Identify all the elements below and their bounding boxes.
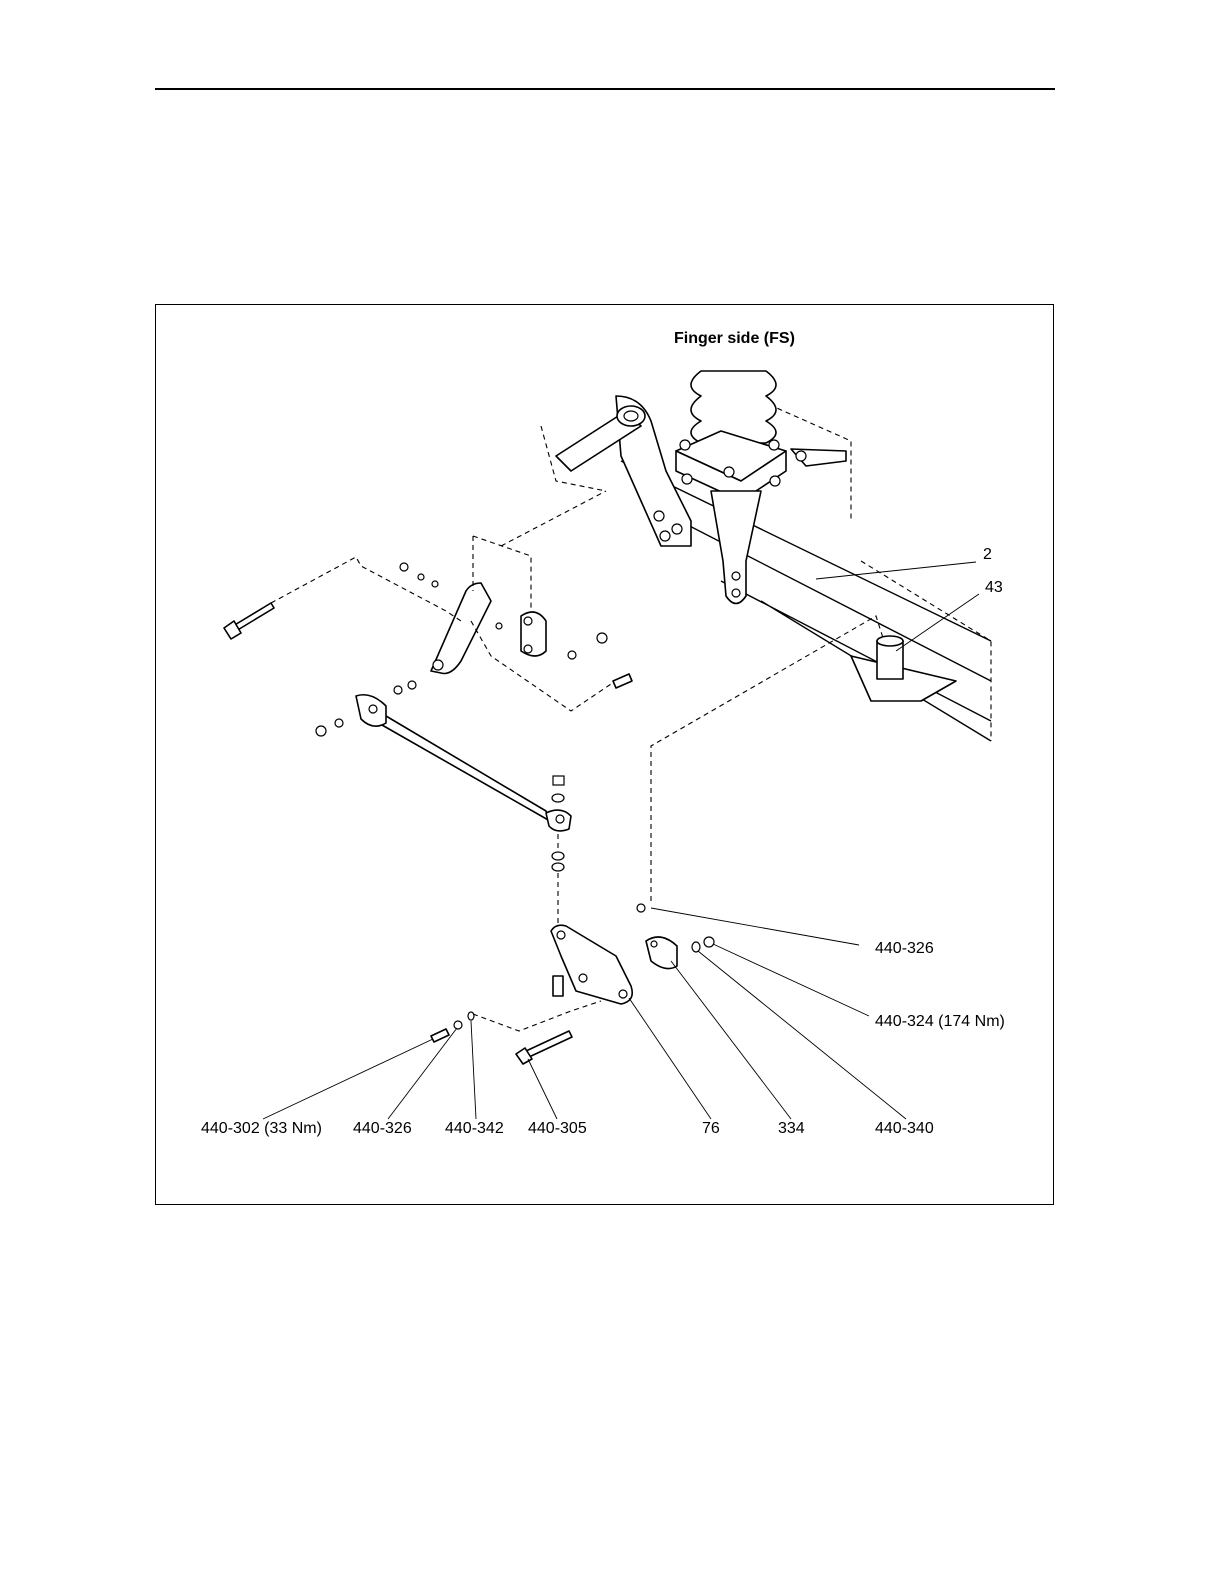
tie-rod-left-washer bbox=[335, 719, 343, 727]
callout-43: 43 bbox=[985, 579, 1003, 596]
callout-440-302: 440-302 (33 Nm) bbox=[201, 1120, 322, 1137]
side-plate-bolt-3 bbox=[660, 531, 670, 541]
plate-bolt-5 bbox=[770, 476, 780, 486]
figure-title: Finger side (FS) bbox=[674, 330, 795, 347]
upper-nut-1 bbox=[432, 581, 438, 587]
lower-washer-326 bbox=[454, 1021, 462, 1029]
right-link-bolt bbox=[796, 451, 806, 461]
upper-washer-1 bbox=[418, 574, 424, 580]
lower-vertical-bolt bbox=[553, 976, 563, 996]
side-plate-bolt-2 bbox=[672, 524, 682, 534]
leader-440-302 bbox=[263, 1039, 433, 1119]
upper-clamp-hole-2 bbox=[524, 645, 532, 653]
tie-rod bbox=[382, 716, 550, 821]
upper-short-bolt bbox=[613, 674, 632, 688]
upper-clamp-hole-1 bbox=[524, 617, 532, 625]
page-header-rule bbox=[155, 88, 1055, 90]
callout-440-324: 440-324 (174 Nm) bbox=[875, 1013, 1005, 1030]
upper-small-bolt-1 bbox=[400, 563, 408, 571]
callout-440-340: 440-340 bbox=[875, 1120, 934, 1137]
lower-washer-326-top bbox=[637, 904, 645, 912]
lower-clamp-334 bbox=[646, 937, 677, 969]
leader-2 bbox=[816, 562, 976, 579]
hanger-hole-1 bbox=[732, 572, 740, 580]
air-spring-bellows bbox=[691, 371, 776, 443]
callout-76: 76 bbox=[702, 1120, 720, 1137]
plate-bolt-1 bbox=[680, 440, 690, 450]
upper-washer-3 bbox=[568, 651, 576, 659]
upper-long-bolt bbox=[233, 603, 274, 631]
lower-lever-hole-1 bbox=[579, 974, 587, 982]
lower-short-bolt-302 bbox=[431, 1029, 449, 1042]
leader-76 bbox=[629, 998, 711, 1119]
upper-assembly-lines bbox=[271, 557, 611, 711]
callout-334: 334 bbox=[778, 1120, 805, 1137]
callout-440-305: 440-305 bbox=[528, 1120, 587, 1137]
hanger-hole-2 bbox=[732, 589, 740, 597]
plate-bolt-4 bbox=[682, 474, 692, 484]
lower-lever-hole-2 bbox=[619, 990, 627, 998]
tie-rod-right-hole bbox=[556, 815, 564, 823]
leader-440-305 bbox=[528, 1059, 557, 1119]
tie-rod-lower-nut bbox=[552, 863, 564, 871]
upper-linkage-assembly bbox=[224, 491, 632, 711]
plate-bolt-2 bbox=[724, 467, 734, 477]
callout-2: 2 bbox=[983, 546, 992, 563]
leader-440-324 bbox=[713, 944, 869, 1016]
hanger-bracket bbox=[711, 491, 761, 604]
lower-linkage-assembly bbox=[431, 616, 884, 1064]
plate-bolt-3 bbox=[769, 440, 779, 450]
exploded-view-drawing: Finger side (FS) bbox=[156, 305, 1055, 1206]
leader-440-342 bbox=[471, 1021, 476, 1119]
lower-long-bolt-305 bbox=[526, 1031, 572, 1057]
tie-rod-vertical-washer bbox=[552, 794, 564, 802]
tie-rod-left-nut bbox=[316, 726, 326, 736]
shaft-end-inner bbox=[624, 411, 638, 421]
callout-440-342: 440-342 bbox=[445, 1120, 504, 1137]
upper-lever-hole bbox=[433, 660, 443, 670]
callout-440-326-bottom: 440-326 bbox=[353, 1120, 412, 1137]
lower-washer-340 bbox=[692, 942, 700, 952]
lower-clamp-hole bbox=[651, 941, 657, 947]
leader-lines bbox=[263, 562, 979, 1119]
lower-washer-342 bbox=[468, 1012, 474, 1020]
callout-440-326-right: 440-326 bbox=[875, 940, 934, 957]
upper-nut-2 bbox=[597, 633, 607, 643]
lower-assembly-lines bbox=[473, 616, 884, 1031]
upper-washer-4 bbox=[408, 681, 416, 689]
cylinder-43-top bbox=[877, 636, 903, 646]
leader-440-340 bbox=[698, 951, 906, 1119]
tie-rod-assembly bbox=[316, 695, 571, 926]
tie-rod-left-hole bbox=[369, 705, 377, 713]
side-plate-bolt-1 bbox=[654, 511, 664, 521]
leader-334 bbox=[671, 961, 791, 1119]
upper-assembly-lines-2 bbox=[473, 491, 606, 611]
leader-43 bbox=[896, 594, 979, 651]
exploded-view-figure: Finger side (FS) bbox=[155, 304, 1054, 1205]
tie-rod-vertical-nut bbox=[553, 776, 564, 785]
upper-nut-3 bbox=[394, 686, 402, 694]
lower-lever-hole-top bbox=[557, 931, 565, 939]
tie-rod-lower-washer bbox=[552, 852, 564, 860]
upper-washer-2 bbox=[496, 623, 502, 629]
leader-440-326-right bbox=[651, 908, 859, 945]
leader-440-326-bottom bbox=[388, 1028, 457, 1119]
lower-nut-324 bbox=[704, 937, 714, 947]
